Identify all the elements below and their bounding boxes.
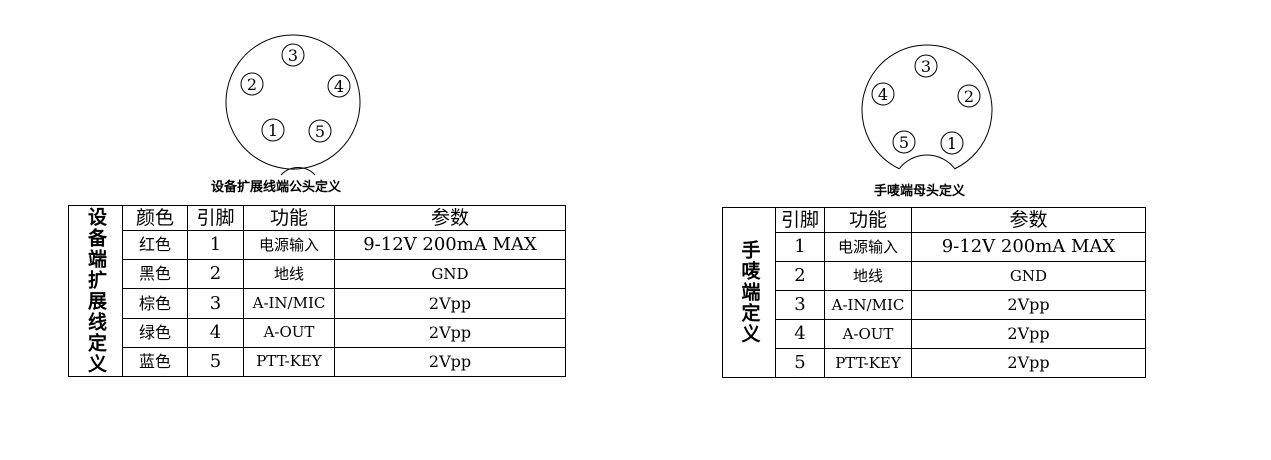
female-connector-pin-label: 4 — [878, 85, 888, 104]
cell-pin: 4 — [187, 317, 244, 348]
cell-function: 电源输入 — [243, 230, 335, 261]
cell-function: A-OUT — [243, 317, 335, 348]
male-connector-pin-circle — [261, 118, 285, 142]
table-row: 2 地线 GND — [723, 261, 1146, 291]
cell-color: 蓝色 — [122, 346, 188, 378]
handset-pin-table: 手唛端定义 引脚 功能 参数 1 电源输入 9-12V 200mA MAX 2 … — [722, 207, 1146, 378]
cell-pin: 2 — [187, 259, 244, 290]
cell-parameter: 2Vpp — [334, 288, 566, 319]
cell-color: 红色 — [122, 230, 188, 261]
female-connector-pin-circle — [914, 54, 938, 78]
female-connector-outline-arc — [861, 44, 993, 170]
header-function: 功能 — [824, 207, 912, 233]
header-pin: 引脚 — [187, 204, 244, 232]
cell-parameter: 9-12V 200mA MAX — [911, 232, 1146, 262]
cell-function: PTT-KEY — [824, 348, 912, 378]
cell-pin: 4 — [775, 319, 825, 349]
handset-table-side-label: 手唛端定义 — [722, 207, 776, 378]
cell-pin: 1 — [187, 230, 244, 261]
cell-function: A-IN/MIC — [824, 290, 912, 320]
table-row: 蓝色 5 PTT-KEY 2Vpp — [69, 346, 566, 378]
female-connector-pin-circle — [957, 84, 981, 108]
male-connector-pin-label: 5 — [315, 122, 325, 141]
cell-pin: 2 — [775, 261, 825, 291]
cell-function: 地线 — [243, 259, 335, 290]
cell-parameter: GND — [334, 259, 566, 290]
table-row: 4 A-OUT 2Vpp — [723, 319, 1146, 349]
table-row: 黑色 2 地线 GND — [69, 259, 566, 290]
header-color: 颜色 — [122, 204, 188, 232]
cell-parameter: 2Vpp — [334, 346, 566, 378]
table-row: 棕色 3 A-IN/MIC 2Vpp — [69, 288, 566, 319]
male-connector-pins: 1 2 3 4 5 — [240, 43, 351, 143]
female-connector-pin-label: 2 — [964, 87, 974, 106]
cell-pin: 5 — [187, 346, 244, 378]
cell-pin: 1 — [775, 232, 825, 262]
female-connector-caption: 手唛端母头定义 — [874, 184, 966, 199]
female-connector-pin-circle — [871, 82, 895, 106]
male-connector-pin-circle — [240, 72, 264, 96]
cell-pin: 5 — [775, 348, 825, 378]
cell-parameter: 2Vpp — [911, 290, 1146, 320]
header-function: 功能 — [243, 204, 335, 232]
female-connector-outline — [861, 44, 993, 170]
header-parameter: 参数 — [334, 204, 566, 232]
female-connector-pin-label: 5 — [899, 133, 909, 152]
male-connector-key-notch — [280, 166, 316, 176]
header-parameter: 参数 — [911, 207, 1146, 233]
male-connector-pin-label: 2 — [247, 75, 257, 94]
cell-function: 电源输入 — [824, 232, 912, 262]
cell-function: A-IN/MIC — [243, 288, 335, 319]
female-connector-pin-circle — [892, 130, 916, 154]
cell-pin: 3 — [187, 288, 244, 319]
cell-color: 黑色 — [122, 259, 188, 290]
male-connector-pin-circle — [281, 43, 305, 67]
cell-parameter: GND — [911, 261, 1146, 291]
female-connector-pin-label: 3 — [921, 57, 931, 76]
cell-parameter: 2Vpp — [334, 317, 566, 348]
cell-function: A-OUT — [824, 319, 912, 349]
cell-function: 地线 — [824, 261, 912, 291]
cell-parameter: 2Vpp — [911, 348, 1146, 378]
table-row: 红色 1 电源输入 9-12V 200mA MAX — [69, 230, 566, 261]
cell-function: PTT-KEY — [243, 346, 335, 378]
female-connector-pin-circle — [940, 131, 964, 155]
extension-cable-pin-table: 设备端扩展线定义 颜色 引脚 功能 参数 红色 1 电源输入 9-12V 200… — [68, 204, 566, 378]
male-connector-outline — [225, 34, 361, 176]
table-row: 1 电源输入 9-12V 200mA MAX — [723, 232, 1146, 262]
male-connector-outline-arc — [225, 34, 361, 167]
male-connector-pin-label: 1 — [268, 121, 278, 140]
cell-parameter: 9-12V 200mA MAX — [334, 230, 566, 261]
cell-color: 绿色 — [122, 317, 188, 348]
cell-parameter: 2Vpp — [911, 319, 1146, 349]
male-connector-pin-circle — [308, 119, 332, 143]
male-connector-pin-circle — [327, 74, 351, 98]
female-connector-pin-label: 1 — [947, 134, 957, 153]
cell-color: 棕色 — [122, 288, 188, 319]
male-connector-caption: 设备扩展线端公头定义 — [211, 180, 342, 195]
table-row: 绿色 4 A-OUT 2Vpp — [69, 317, 566, 348]
male-connector-pin-label: 3 — [288, 46, 298, 65]
extension-cable-table-side-label: 设备端扩展线定义 — [68, 205, 123, 377]
female-connector-pins: 3 4 2 5 1 — [871, 54, 981, 155]
table-row: 3 A-IN/MIC 2Vpp — [723, 290, 1146, 320]
male-connector-lower-arc — [271, 165, 315, 170]
male-connector-pin-label: 4 — [334, 77, 344, 96]
header-pin: 引脚 — [775, 207, 825, 233]
cell-pin: 3 — [775, 290, 825, 320]
table-row: 5 PTT-KEY 2Vpp — [723, 348, 1146, 378]
